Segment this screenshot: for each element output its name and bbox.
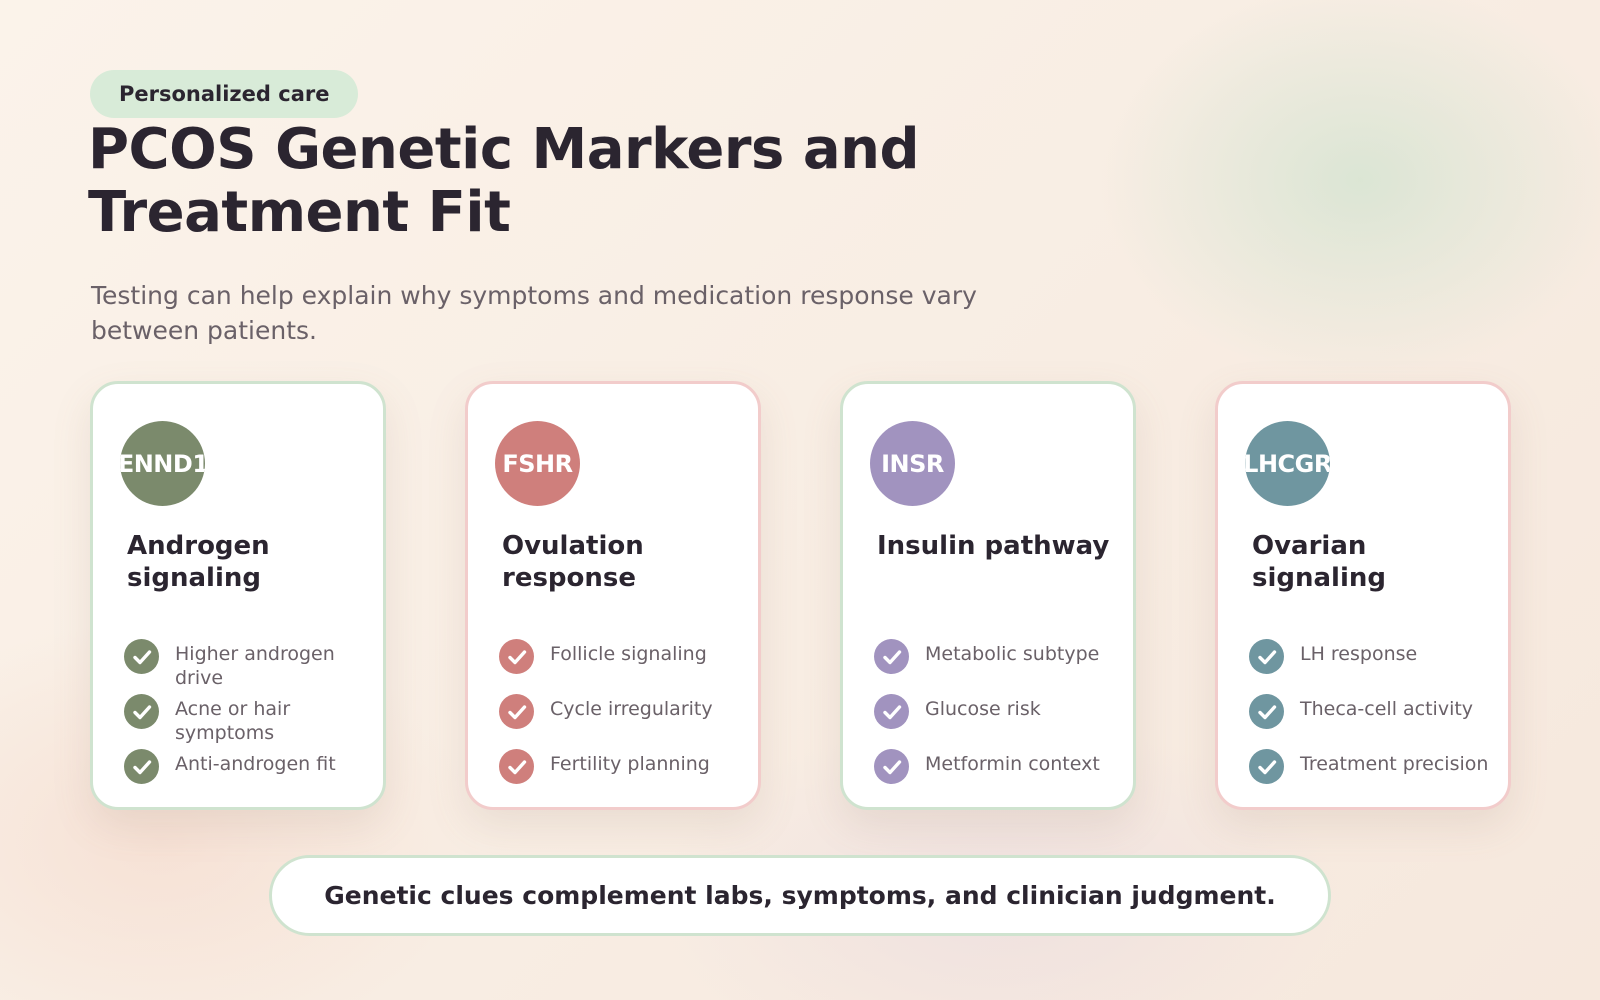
feature-label: Follicle signaling: [550, 643, 707, 665]
feature-label: Metabolic subtype: [925, 643, 1100, 665]
feature-label: Fertility planning: [550, 753, 710, 775]
footer-note: Genetic clues complement labs, symptoms,…: [269, 855, 1331, 936]
gene-badge: INSR: [870, 421, 955, 506]
gene-badge: DENND1A: [120, 421, 205, 506]
check-icon: [124, 749, 159, 784]
check-icon: [874, 749, 909, 784]
feature-label: Higher androgen drive: [175, 643, 335, 689]
check-icon: [499, 749, 534, 784]
check-icon: [124, 694, 159, 729]
feature-label: Treatment precision: [1300, 753, 1489, 775]
feature-label: Glucose risk: [925, 698, 1041, 720]
check-icon: [1249, 694, 1284, 729]
card-title: Androgen signaling: [127, 531, 270, 593]
feature-label: Cycle irregularity: [550, 698, 713, 720]
gene-badge: LHCGR: [1245, 421, 1330, 506]
page-subtitle: Testing can help explain why symptoms an…: [91, 281, 977, 345]
feature-label: Anti-androgen fit: [175, 753, 336, 775]
check-icon: [874, 694, 909, 729]
category-tag: Personalized care: [90, 70, 359, 118]
check-icon: [874, 639, 909, 674]
check-icon: [499, 639, 534, 674]
check-icon: [1249, 639, 1284, 674]
card-title: Ovulation response: [502, 531, 644, 593]
check-icon: [124, 639, 159, 674]
feature-label: Theca-cell activity: [1300, 698, 1474, 720]
check-icon: [1249, 749, 1284, 784]
feature-label: LH response: [1300, 643, 1418, 665]
page-title: PCOS Genetic Markers and Treatment Fit: [88, 117, 920, 245]
check-icon: [499, 694, 534, 729]
card-title: Insulin pathway: [877, 531, 1110, 561]
gene-badge: FSHR: [495, 421, 580, 506]
card-title: Ovarian signaling: [1252, 531, 1386, 593]
feature-label: Acne or hair symptoms: [175, 698, 291, 744]
feature-label: Metformin context: [925, 753, 1100, 775]
